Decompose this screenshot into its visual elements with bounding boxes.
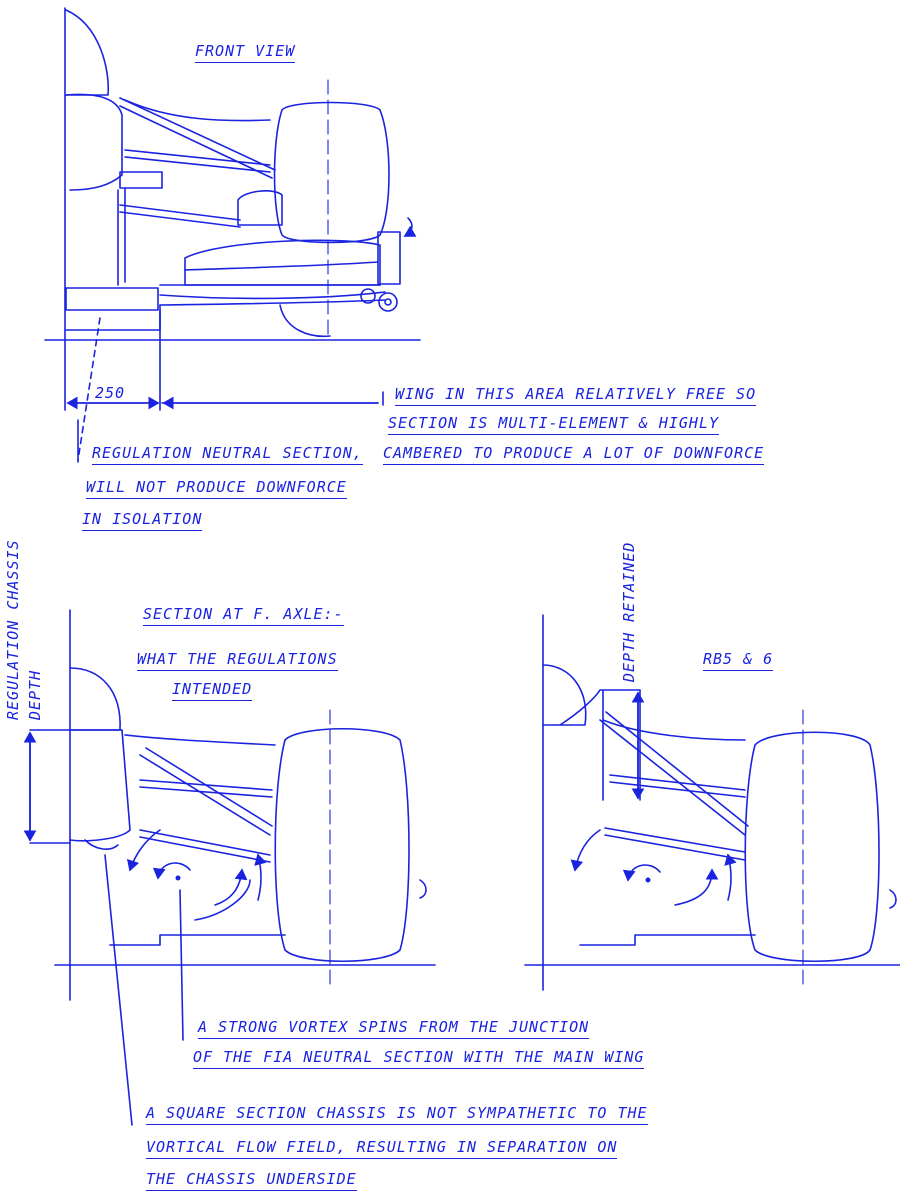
chassis-note-line-1: A SQUARE SECTION CHASSIS IS NOT SYMPATHE… [146, 1104, 648, 1125]
section-right-title: RB5 & 6 [703, 650, 774, 671]
section-left-title-3: INTENDED [172, 680, 253, 701]
neutral-note-line-1: REGULATION NEUTRAL SECTION, [92, 444, 363, 465]
section-left-title-2: WHAT THE REGULATIONS [137, 650, 338, 671]
chassis-note-line-3: THE CHASSIS UNDERSIDE [146, 1170, 357, 1191]
vortex-note-line-2: OF THE FIA NEUTRAL SECTION WITH THE MAIN… [193, 1048, 645, 1069]
neutral-note-line-2: WILL NOT PRODUCE DOWNFORCE [86, 478, 347, 499]
section-left-title-1: SECTION AT F. AXLE:- [143, 605, 344, 626]
section-left-drawing [23, 609, 436, 1126]
wing-note-line-2: SECTION IS MULTI-ELEMENT & HIGHLY [388, 414, 720, 435]
wing-note-line-3: CAMBERED TO PRODUCE A LOT OF DOWNFORCE [383, 444, 765, 465]
dimension-250: 250 [95, 384, 126, 402]
regulation-chassis-label: REGULATION CHASSIS [4, 539, 22, 720]
chassis-note-line-2: VORTICAL FLOW FIELD, RESULTING IN SEPARA… [146, 1138, 618, 1159]
depth-retained-label: DEPTH RETAINED [620, 541, 638, 682]
front-view-title: FRONT VIEW [195, 42, 296, 63]
front-view-drawing [44, 7, 421, 463]
vortex-note-line-1: A STRONG VORTEX SPINS FROM THE JUNCTION [198, 1018, 590, 1039]
wing-note-line-1: WING IN THIS AREA RELATIVELY FREE SO [395, 385, 757, 406]
neutral-note-line-3: IN ISOLATION [82, 510, 203, 531]
regulation-depth-label: DEPTH [26, 669, 44, 720]
section-right-drawing [524, 614, 900, 991]
